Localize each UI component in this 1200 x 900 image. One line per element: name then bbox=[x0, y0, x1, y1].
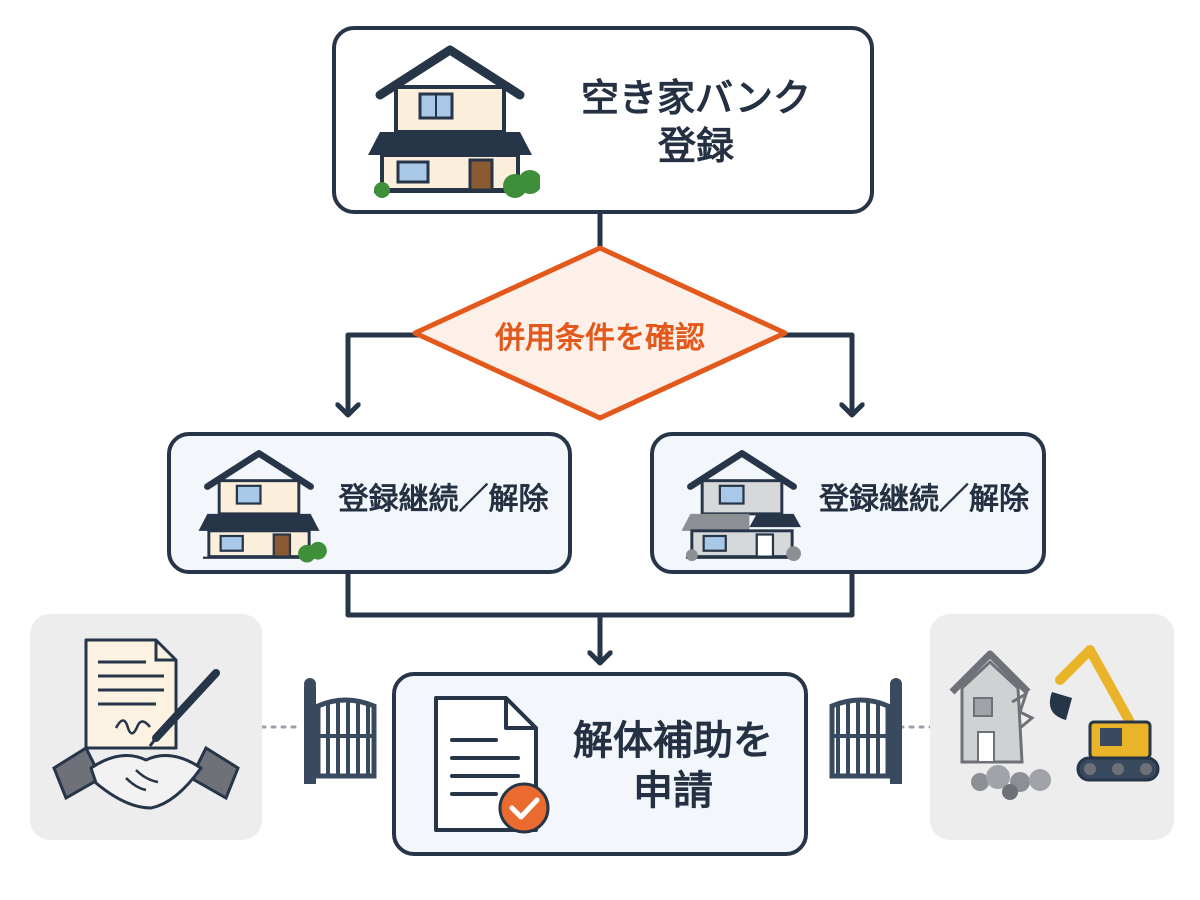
house-icon bbox=[368, 45, 540, 198]
gate-icon bbox=[304, 678, 377, 784]
right-branch-label: 登録継続／解除 bbox=[819, 482, 1029, 517]
connector-decision-right bbox=[775, 332, 852, 415]
end-node-label: 解体補助を 申請 bbox=[573, 718, 773, 814]
connector-merge bbox=[345, 572, 855, 618]
document-check-icon bbox=[434, 696, 550, 834]
start-node-label: 空き家バンク 登録 bbox=[581, 76, 811, 168]
decision-label: 併用条件を確認 bbox=[495, 321, 705, 356]
end-node: 解体補助を 申請 bbox=[392, 672, 808, 856]
right-branch-node: 登録継続／解除 bbox=[650, 432, 1046, 574]
left-side-panel bbox=[30, 614, 262, 840]
demolition-excavator-icon bbox=[949, 645, 1160, 800]
house-icon bbox=[198, 450, 327, 563]
left-branch-node: 登録継続／解除 bbox=[167, 432, 572, 574]
left-branch-label: 登録継続／解除 bbox=[338, 482, 549, 517]
connector-decision-left bbox=[348, 332, 425, 415]
decision-diamond bbox=[412, 245, 788, 421]
start-node: 空き家バンク 登録 bbox=[332, 26, 874, 214]
contract-handshake-icon bbox=[52, 638, 240, 810]
old-house-icon bbox=[681, 450, 801, 562]
right-side-panel bbox=[930, 614, 1174, 840]
gate-icon bbox=[829, 678, 902, 784]
